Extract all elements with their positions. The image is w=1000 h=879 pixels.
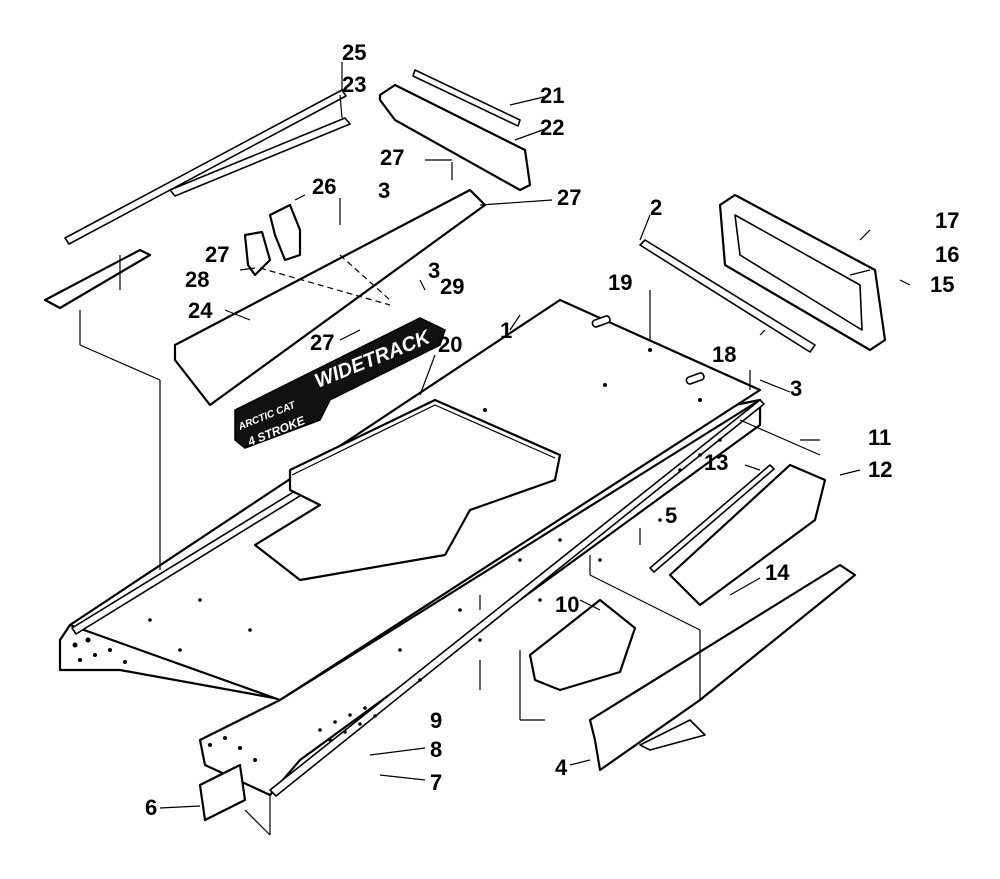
callout-8: 8 bbox=[430, 737, 442, 762]
callout-1: 1 bbox=[500, 318, 512, 343]
decal-panel bbox=[234, 317, 446, 449]
strip-21 bbox=[412, 69, 521, 127]
callout-2: 2 bbox=[650, 195, 662, 220]
callout-3-top: 3 bbox=[378, 178, 390, 203]
callout-27-mid: 27 bbox=[310, 330, 334, 355]
callout-18: 18 bbox=[712, 342, 736, 367]
tunnel-slot-2 bbox=[685, 372, 705, 385]
rail-11-12 bbox=[668, 463, 827, 607]
bracket-26 bbox=[268, 203, 302, 262]
callout-26: 26 bbox=[312, 174, 336, 199]
callout-19: 19 bbox=[608, 270, 632, 295]
tunnel-rivets bbox=[72, 348, 722, 762]
plate-6 bbox=[198, 763, 247, 822]
callout-21: 21 bbox=[540, 83, 564, 108]
callout-16: 16 bbox=[935, 242, 959, 267]
cross-member-24 bbox=[173, 188, 487, 407]
trim-strip-25 bbox=[64, 89, 347, 245]
side-member-27 bbox=[43, 248, 152, 310]
running-board-bracket bbox=[639, 719, 706, 751]
callout-4: 4 bbox=[555, 755, 568, 780]
snowflap-inner bbox=[734, 214, 863, 331]
callout-10: 10 bbox=[555, 592, 579, 617]
callout-12: 12 bbox=[868, 457, 892, 482]
tunnel-slot-1 bbox=[591, 315, 611, 328]
bracket-28 bbox=[243, 230, 272, 277]
callout-5: 5 bbox=[665, 503, 677, 528]
callout-9: 9 bbox=[430, 708, 442, 733]
tunnel-rail bbox=[269, 399, 765, 797]
callout-labels: 1 2 3 3 3 4 5 6 7 8 9 10 11 12 13 14 15 … bbox=[145, 40, 959, 820]
callout-22: 22 bbox=[540, 115, 564, 140]
callout-3-right: 3 bbox=[790, 376, 802, 401]
footrest-10 bbox=[528, 598, 637, 692]
callout-3-mid: 3 bbox=[428, 258, 440, 283]
running-board-4 bbox=[588, 563, 857, 772]
callout-20: 20 bbox=[438, 332, 462, 357]
bracket-22 bbox=[378, 83, 532, 192]
callout-28: 28 bbox=[185, 267, 209, 292]
callout-17: 17 bbox=[935, 208, 959, 233]
callout-7: 7 bbox=[430, 770, 442, 795]
callout-6: 6 bbox=[145, 795, 157, 820]
alignment-lines bbox=[79, 254, 821, 836]
callout-14: 14 bbox=[765, 560, 790, 585]
callout-27-left: 27 bbox=[205, 242, 229, 267]
callout-23: 23 bbox=[342, 72, 366, 97]
callout-24: 24 bbox=[188, 298, 213, 323]
rod-13 bbox=[649, 464, 775, 573]
rail-23 bbox=[169, 117, 351, 197]
callout-25: 25 bbox=[342, 40, 366, 65]
callout-29: 29 bbox=[440, 274, 464, 299]
leader-lines bbox=[119, 62, 911, 809]
callout-27-right: 27 bbox=[557, 185, 581, 210]
callout-15: 15 bbox=[930, 272, 954, 297]
callout-13: 13 bbox=[704, 450, 728, 475]
floor-mat bbox=[253, 398, 562, 582]
floor-mat-edge bbox=[291, 404, 556, 476]
callout-11: 11 bbox=[868, 425, 891, 450]
callout-27-top: 27 bbox=[380, 145, 404, 170]
rear-rail-2 bbox=[639, 239, 816, 353]
